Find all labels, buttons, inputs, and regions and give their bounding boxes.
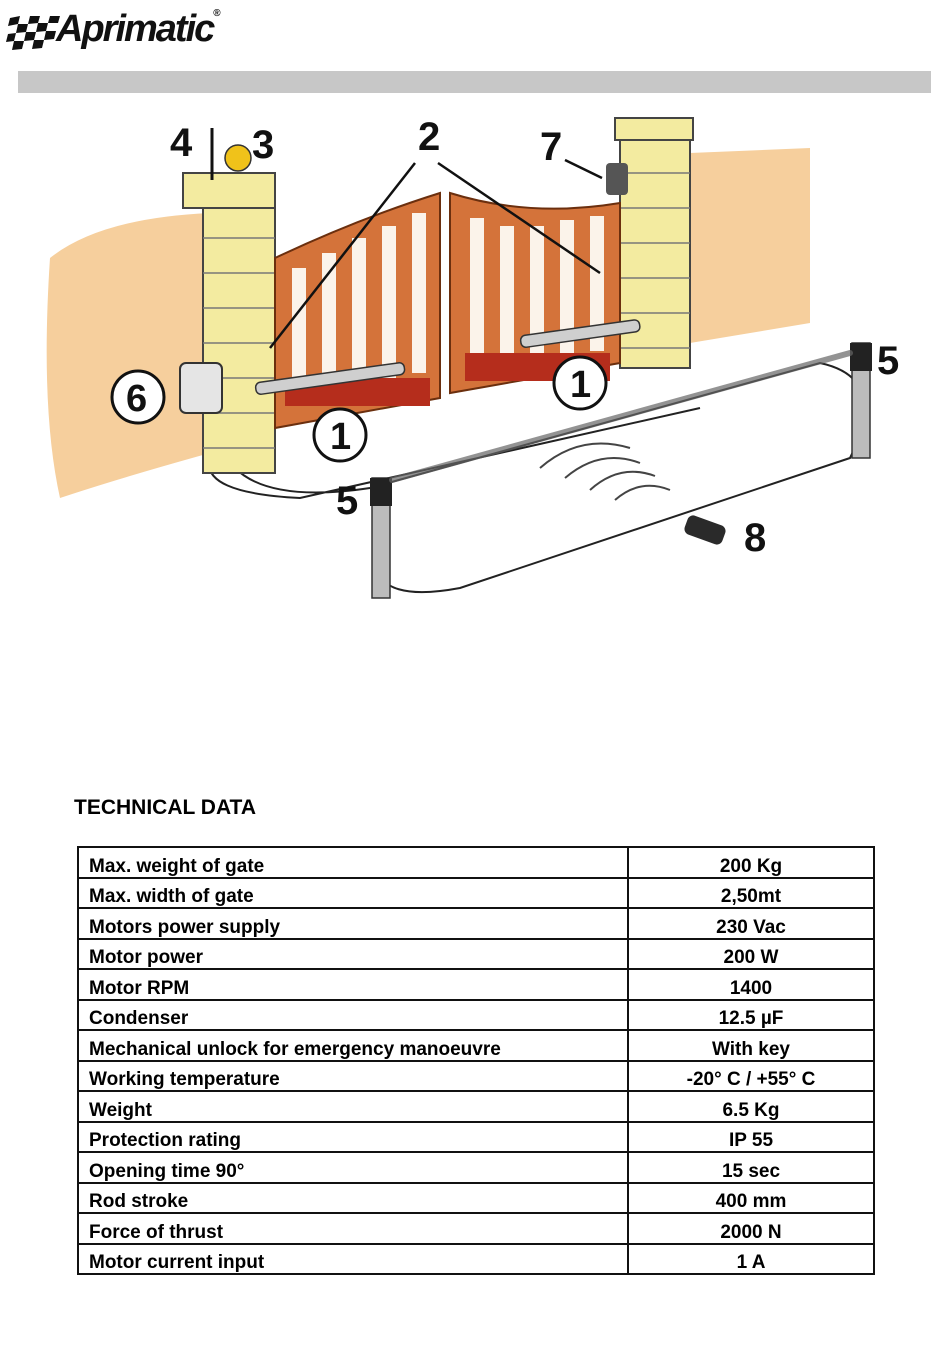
callout-5-left: 5 <box>336 479 358 523</box>
gate-actuators <box>254 319 641 395</box>
spec-value: 15 sec <box>627 1151 875 1184</box>
technical-data-title: TECHNICAL DATA <box>74 796 256 819</box>
left-wall <box>46 213 211 498</box>
gate-installation-diagram: 4 3 2 7 5 6 1 1 5 8 <box>46 115 899 599</box>
photocell-posts <box>370 342 872 599</box>
spec-value: 2,50mt <box>627 876 875 909</box>
spec-value: 200 Kg <box>627 846 875 879</box>
spec-value: IP 55 <box>627 1120 875 1153</box>
callout-3: 3 <box>252 123 274 167</box>
spec-value: 6.5 Kg <box>627 1090 875 1123</box>
spec-value: 200 W <box>627 937 875 970</box>
checkered-flag-icon <box>6 16 60 50</box>
spec-label: Force of thrust <box>77 1212 629 1245</box>
left-pillar <box>182 172 276 474</box>
header-divider-bar <box>18 71 931 93</box>
spec-label: Protection rating <box>77 1120 629 1153</box>
spec-value: 2000 N <box>627 1212 875 1245</box>
callout-6: 6 <box>126 378 147 420</box>
right-wall <box>690 148 810 343</box>
control-box <box>179 362 223 414</box>
flashing-lamp <box>224 144 252 172</box>
callout-4: 4 <box>170 121 193 165</box>
callout-7: 7 <box>540 125 562 169</box>
spec-label: Max. width of gate <box>77 876 629 909</box>
spec-label: Weight <box>77 1090 629 1123</box>
spec-value: 1 A <box>627 1242 875 1275</box>
brand-name: Aprimatic® <box>56 8 221 50</box>
brand-logo: Aprimatic® <box>6 6 221 54</box>
keyswitch-device <box>606 163 628 195</box>
callout-8: 8 <box>744 516 766 560</box>
spec-value: 400 mm <box>627 1181 875 1214</box>
spec-label: Working temperature <box>77 1059 629 1092</box>
spec-label: Motor RPM <box>77 968 629 1001</box>
callout-2: 2 <box>418 115 440 159</box>
spec-value: 12.5 µF <box>627 998 875 1031</box>
spec-label: Motor current input <box>77 1242 629 1275</box>
spec-value: 1400 <box>627 968 875 1001</box>
callout-1-right: 1 <box>570 364 591 406</box>
remote-control <box>684 515 726 545</box>
spec-label: Rod stroke <box>77 1181 629 1214</box>
table-row: Opening time 90°15 sec <box>77 1151 875 1184</box>
spec-label: Condenser <box>77 998 629 1031</box>
spec-label: Max. weight of gate <box>77 846 629 879</box>
spec-label: Motors power supply <box>77 907 629 940</box>
radio-waves <box>539 442 671 501</box>
callout-1-left: 1 <box>330 416 351 458</box>
callout-5-right: 5 <box>877 339 899 383</box>
spec-value: 230 Vac <box>627 907 875 940</box>
table-row: Working temperature-20° C / +55° C <box>77 1059 875 1092</box>
spec-value: -20° C / +55° C <box>627 1059 875 1092</box>
table-row: Mechanical unlock for emergency manoeuvr… <box>77 1029 875 1062</box>
spec-label: Motor power <box>77 937 629 970</box>
spec-label: Mechanical unlock for emergency manoeuvr… <box>77 1029 629 1062</box>
spec-label: Opening time 90° <box>77 1151 629 1184</box>
spec-value: With key <box>627 1029 875 1062</box>
